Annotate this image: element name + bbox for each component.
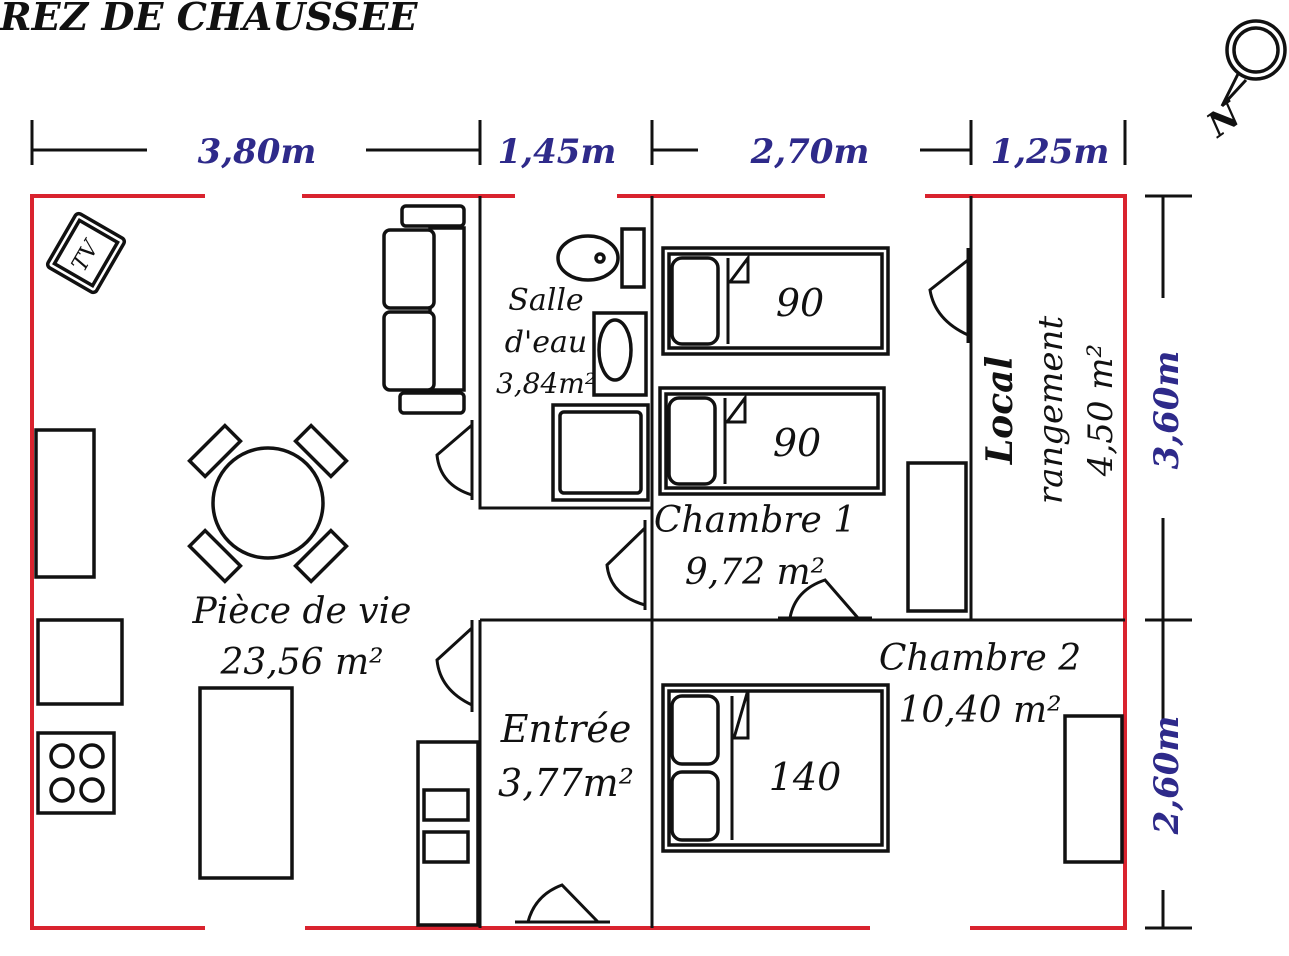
dim-2-60: 2,60m	[1147, 716, 1187, 836]
doors	[435, 248, 970, 924]
plan-title: REZ DE CHAUSSEE	[0, 0, 418, 39]
bed-size-label: 140	[769, 755, 842, 799]
room-area-salle-deau: 3,84m²	[496, 367, 596, 400]
room-area-piece-de-vie: 23,56 m²	[219, 642, 383, 683]
room-name-piece-de-vie: Pièce de vie	[192, 591, 412, 632]
room-area-chambre2: 10,40 m²	[898, 690, 1061, 731]
bed-size-label: 90	[773, 421, 821, 465]
room-name-local-2: rangement	[1031, 316, 1071, 505]
dim-2-70: 2,70m	[750, 132, 870, 172]
bed-90-bottom: 90	[658, 386, 886, 496]
outer-walls	[30, 194, 1127, 930]
entry-cabinet	[416, 740, 480, 927]
dim-3-80: 3,80m	[198, 132, 317, 172]
north-compass-icon: N	[1199, 19, 1287, 146]
bathroom-fixtures	[551, 227, 650, 502]
bed-size-label: 90	[776, 281, 824, 325]
room-area-chambre1: 9,72 m²	[685, 552, 825, 593]
kitchen-units	[34, 428, 294, 880]
bed-90-top: 90	[661, 246, 890, 356]
room-name-chambre2: Chambre 2	[879, 638, 1081, 679]
room-name-local-1: Local	[979, 356, 1021, 465]
interior-walls	[478, 196, 1125, 928]
dim-3-60: 3,60m	[1147, 351, 1187, 470]
room-area-local: 4,50 m²	[1081, 344, 1121, 477]
room-name-chambre1: Chambre 1	[654, 500, 856, 541]
wardrobe-chambre1	[906, 461, 968, 613]
room-name-entree: Entrée	[500, 707, 632, 751]
room-name-salle-deau-2: d'eau	[505, 325, 587, 360]
vertical-dimensions: 3,60m 2,60m	[1145, 194, 1192, 930]
horizontal-dimensions: 3,80m 1,45m 2,70m 1,25m	[30, 120, 1127, 172]
sofa-icon	[382, 204, 466, 415]
wardrobe-chambre2	[1063, 714, 1124, 864]
dim-1-45: 1,45m	[498, 132, 617, 172]
room-area-entree: 3,77m²	[498, 761, 634, 805]
room-name-salle-deau-1: Salle	[508, 283, 583, 318]
bed-140: 140	[661, 683, 890, 853]
compass-label: N	[1199, 94, 1250, 146]
tv-icon: TV	[45, 211, 127, 295]
dining-table-icon	[187, 423, 349, 584]
dim-1-25: 1,25m	[991, 132, 1110, 172]
